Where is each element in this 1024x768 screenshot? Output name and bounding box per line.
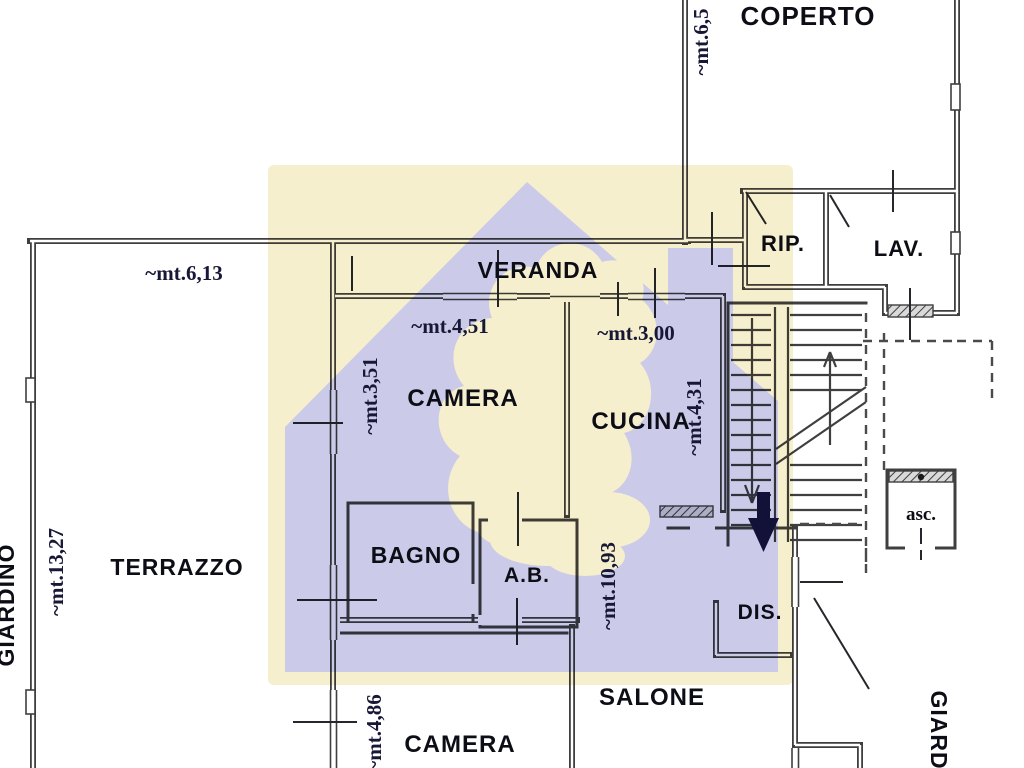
measurement-cucina-width: ~mt.3,00	[597, 321, 674, 345]
room-label-veranda: VERANDA	[478, 257, 599, 283]
measurement-camera1-depth: ~mt.3,51	[358, 357, 382, 434]
wall-notch	[25, 377, 36, 403]
wall-notch	[25, 689, 36, 715]
room-label-cucina: CUCINA	[591, 408, 690, 435]
measurement-camera2-depth: ~mt.4,86	[362, 694, 386, 768]
elevator	[885, 468, 957, 550]
measurement-cucina-depth: ~mt.4,31	[682, 378, 706, 455]
room-label-camera2: CAMERA	[404, 731, 515, 758]
room-label-ascensore: asc.	[906, 504, 936, 525]
room-label-coperto: COPERTO	[740, 1, 875, 31]
measurement-giardino-length: ~mt.13,27	[44, 528, 68, 616]
room-label-camera1: CAMERA	[407, 385, 518, 412]
stair-up-line	[822, 351, 838, 445]
wall-notch	[950, 83, 961, 111]
room-label-rip: RIP.	[761, 231, 805, 256]
room-label-salone: SALONE	[599, 684, 705, 711]
room-label-lav: LAV.	[874, 236, 924, 261]
room-label-bagno: BAGNO	[371, 542, 462, 568]
measurement-salone-length: ~mt.10,93	[596, 542, 620, 630]
house-watermark-icon	[268, 165, 793, 685]
measurement-camera1-width: ~mt.4,51	[411, 314, 488, 338]
room-label-terrazzo: TERRAZZO	[110, 554, 243, 580]
room-label-giardino-left: GIARDINO	[0, 544, 19, 667]
labels: COPERTO ~mt.6,5 VERANDA ~mt.6,13 ~mt.4,5…	[0, 1, 952, 768]
room-label-dis: DIS.	[738, 601, 783, 624]
measurement-coperto-side: ~mt.6,5	[689, 9, 713, 76]
dashed-boundaries	[800, 313, 994, 580]
room-label-giardino-right: GIARDINO	[926, 691, 952, 768]
measurement-terrazzo-width: ~mt.6,13	[145, 261, 222, 285]
room-label-antibagno: A.B.	[504, 564, 550, 587]
wall-notch	[950, 231, 961, 255]
